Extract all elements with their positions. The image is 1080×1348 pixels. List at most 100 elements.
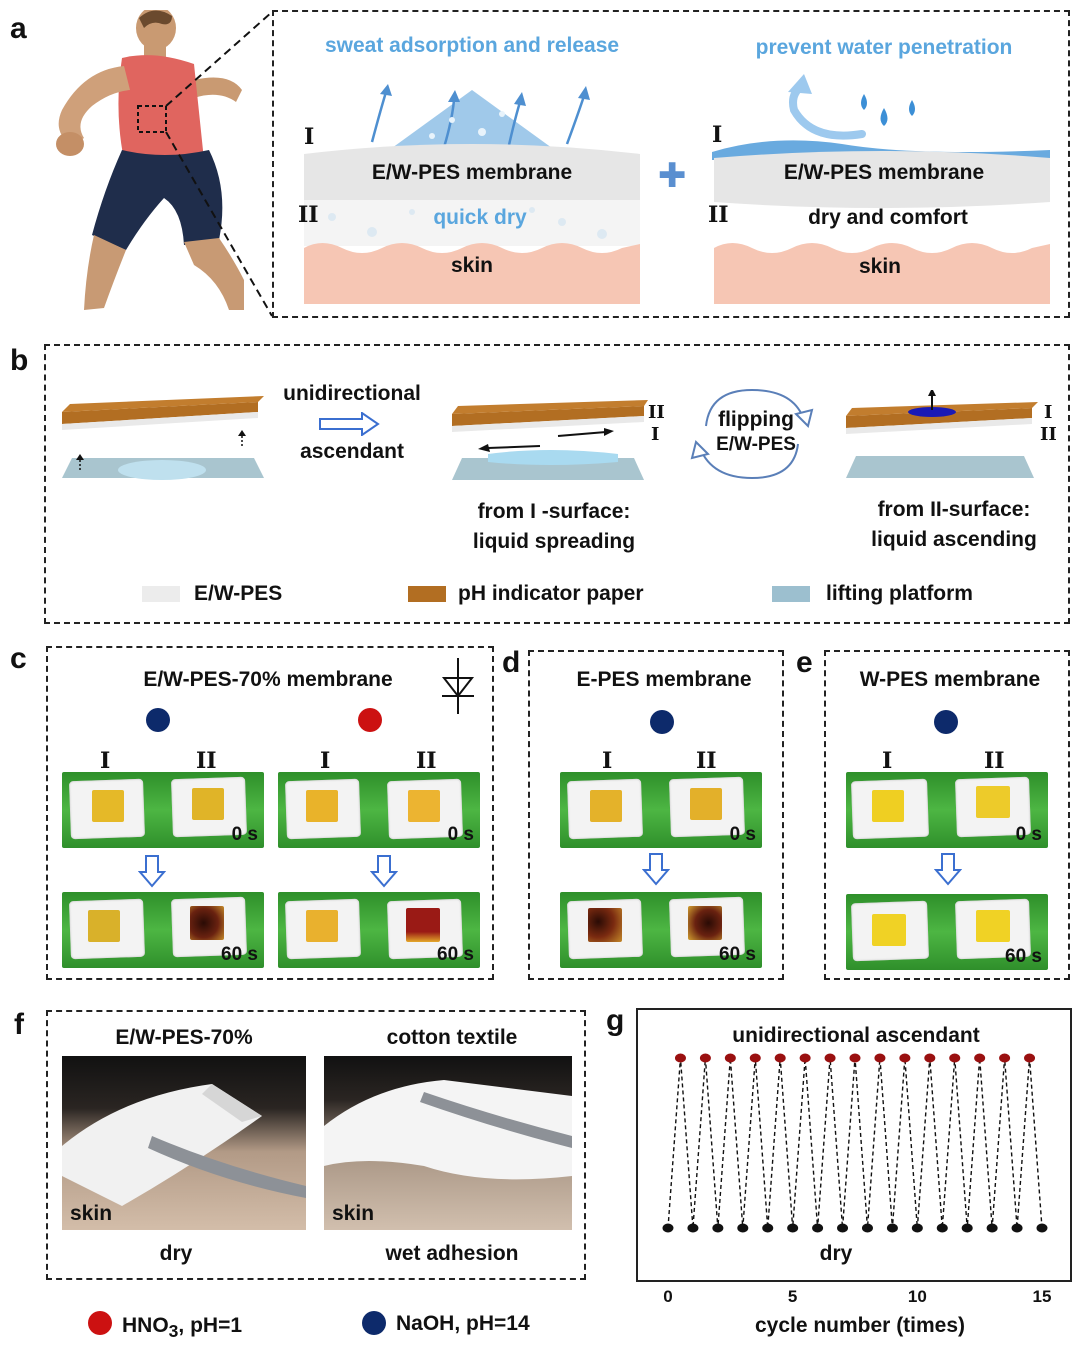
d-photo-60s: 60 s: [560, 892, 762, 968]
c-down-arrow-right: [370, 855, 398, 888]
chart-title: unidirectional ascendant: [732, 1024, 980, 1047]
chart-x-tick-label: 5: [788, 1287, 797, 1306]
a-left-side-I: I: [304, 124, 315, 150]
b-mid-layer-bottom: I: [651, 424, 660, 445]
caption-right-2: liquid ascending: [871, 528, 1037, 551]
e-col-I: I: [882, 748, 893, 774]
chart-point: [911, 1223, 923, 1233]
chart-point: [924, 1053, 936, 1063]
legend-swatch-ph-paper: [408, 586, 446, 602]
d-time-0s: 0 s: [729, 824, 756, 845]
prevent-title: prevent water penetration: [755, 36, 1013, 59]
chart-x-tick-label: 0: [663, 1287, 672, 1306]
legend-swatch-platform: [772, 586, 810, 602]
legend-naoh-label: NaOH, pH=14: [396, 1312, 530, 1335]
chart-point: [762, 1223, 774, 1233]
e-time-60s: 60 s: [1005, 946, 1042, 967]
legend-hno3-dot: [88, 1311, 112, 1335]
chart-point: [787, 1223, 799, 1233]
panel-label-g: g: [606, 1004, 625, 1037]
e-naoh-dot: [934, 710, 958, 734]
legend-label-ph-paper: pH indicator paper: [458, 582, 644, 605]
d-naoh-dot: [650, 710, 674, 734]
chart-x-tick-label: 10: [908, 1287, 927, 1306]
flip-cycle-icon: [690, 388, 814, 480]
legend-naoh-dot: [362, 1311, 386, 1335]
chart-point: [774, 1053, 786, 1063]
b-right-layer-bottom: II: [1040, 424, 1057, 445]
dry-comfort-label: dry and comfort: [808, 206, 968, 229]
flip-material-label: E/W-PES: [716, 434, 796, 455]
e-down-arrow: [934, 853, 962, 886]
c-time-60s-right: 60 s: [437, 944, 474, 965]
c-left-col-I: I: [100, 748, 111, 774]
a-left-membrane-label: E/W-PES membrane: [371, 161, 573, 184]
f-left-title: E/W-PES-70%: [115, 1026, 253, 1049]
e-time-0s: 0 s: [1015, 824, 1042, 845]
b-mid-layer-top: II: [648, 402, 665, 423]
caption-mid-2: liquid spreading: [472, 530, 636, 553]
d-photo-0s: 0 s: [560, 772, 762, 848]
caption-right-1: from II-surface:: [877, 498, 1031, 521]
panel-label-b: b: [10, 344, 29, 377]
device-spreading: [452, 400, 648, 480]
sweat-title: sweat adsorption and release: [324, 34, 620, 57]
a-right-skin-label: skin: [858, 255, 902, 278]
zoom-lines: [165, 11, 273, 317]
chart-point: [737, 1223, 749, 1233]
chart-point: [837, 1223, 849, 1233]
legend-label-platform: lifting platform: [826, 582, 973, 605]
panel-label-d: d: [502, 646, 521, 679]
panel-d-box: E-PES membrane I II 0 s 60 s: [528, 650, 784, 980]
panel-label-a: a: [10, 12, 27, 45]
ascendant-label: ascendant: [300, 440, 404, 463]
c-right-col-I: I: [320, 748, 331, 774]
flipping-label: flipping: [718, 408, 794, 431]
f-right-photo: skin: [324, 1056, 572, 1230]
chart-point: [936, 1223, 948, 1233]
device-ascending: [846, 390, 1038, 478]
panel-label-e: e: [796, 646, 813, 679]
d-time-60s: 60 s: [719, 944, 756, 965]
panel-f-box: E/W-PES-70% cotton textile skin skin dry…: [46, 1010, 586, 1280]
f-left-photo: skin: [62, 1056, 306, 1230]
c-left-col-II: II: [196, 748, 217, 774]
c-time-0s-left: 0 s: [231, 824, 258, 845]
chart-point: [949, 1053, 961, 1063]
e-col-II: II: [984, 748, 1005, 774]
d-down-arrow: [642, 853, 670, 886]
chart-xlabel: cycle number (times): [754, 1314, 966, 1337]
chart-point: [899, 1053, 911, 1063]
f-left-skin: skin: [70, 1202, 113, 1225]
chart-series-line: [667, 1057, 1043, 1229]
chart-point: [699, 1053, 711, 1063]
quick-dry-label: quick dry: [433, 206, 527, 229]
b-right-layer-top: I: [1044, 402, 1053, 423]
chart-point: [1011, 1223, 1023, 1233]
a-right-side-II: II: [708, 202, 729, 228]
panel-a-box: sweat adsorption and release I II E/W-PE…: [272, 10, 1070, 318]
naoh-dot: [146, 708, 170, 732]
chart-point: [849, 1053, 861, 1063]
c-photo-naoh-60s: 60 s: [62, 892, 264, 968]
hollow-arrow-right-icon: [319, 412, 380, 436]
a-right-membrane-label: E/W-PES membrane: [783, 161, 985, 184]
c-photo-hno3-60s: 60 s: [278, 892, 480, 968]
runner-illustration: [56, 10, 244, 310]
water-schematic: [712, 74, 1050, 304]
chart-point: [999, 1053, 1011, 1063]
chart-point: [712, 1223, 724, 1233]
chart-point: [886, 1223, 898, 1233]
f-right-skin: skin: [332, 1202, 375, 1225]
chart-point: [974, 1053, 986, 1063]
chart-point: [1024, 1053, 1036, 1063]
e-photo-60s: 60 s: [846, 894, 1048, 970]
a-right-side-I: I: [712, 122, 723, 148]
c-right-col-II: II: [416, 748, 437, 774]
c-down-arrow-left: [138, 855, 166, 888]
chart-point: [1036, 1223, 1048, 1233]
plus-icon: ✚: [658, 157, 687, 195]
legend-label-ewpes: E/W-PES: [194, 582, 283, 605]
f-right-title: cotton textile: [386, 1026, 518, 1049]
